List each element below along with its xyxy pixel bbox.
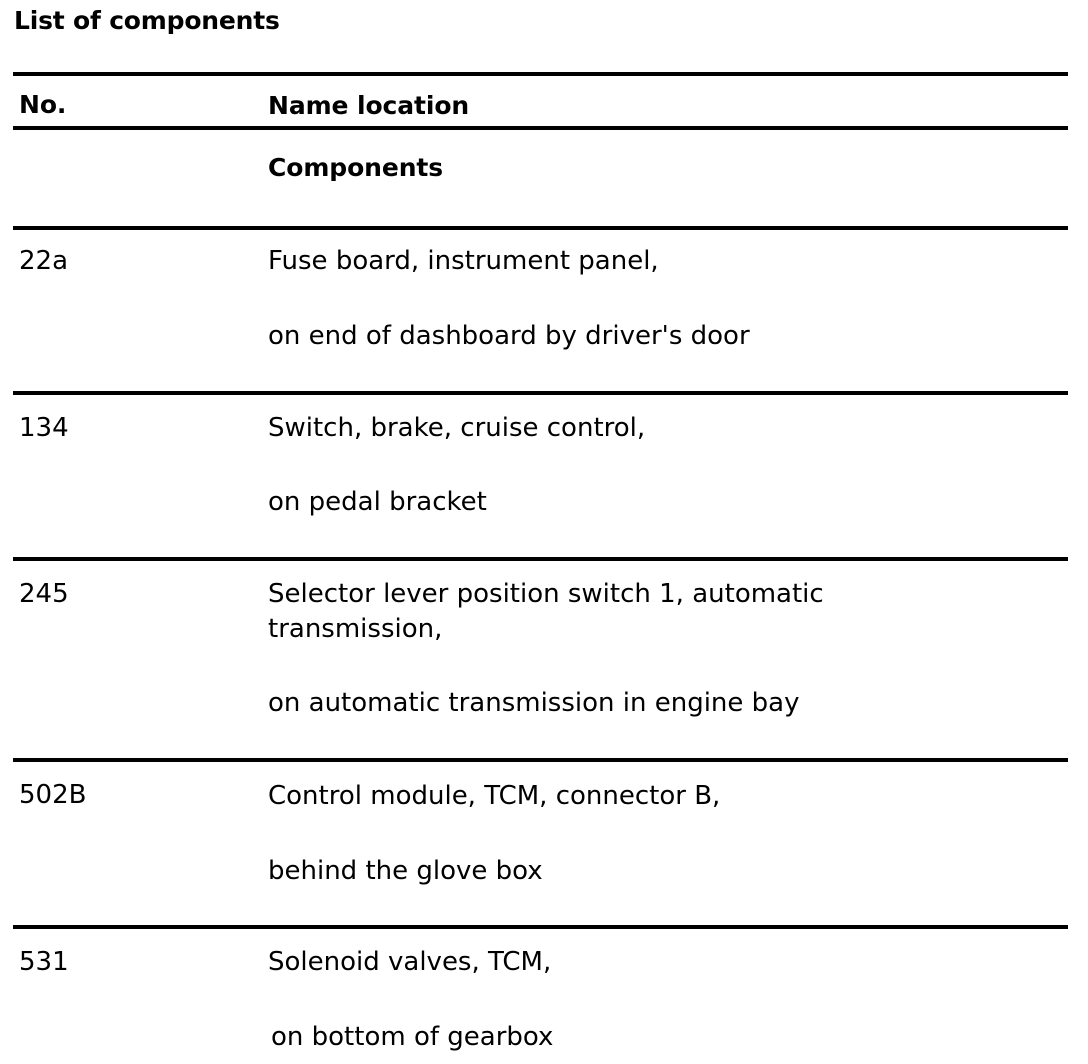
table-cell-name: Solenoid valves, TCM, (268, 947, 552, 977)
table-row-divider (13, 557, 1068, 561)
table-row-divider (13, 391, 1068, 395)
table-row: 502B (19, 780, 87, 810)
column-header-no: No. (19, 90, 67, 119)
page-title: List of components (14, 6, 280, 35)
column-header-name-location: Name location (268, 91, 470, 120)
table-row-divider (13, 925, 1068, 929)
table-cell-location: on end of dashboard by driver's door (268, 321, 750, 351)
column-subheader-components: Components (268, 153, 444, 182)
table-cell-name: Selector lever position switch 1, automa… (268, 579, 824, 644)
table-row-divider (13, 226, 1068, 230)
table-rule-top (13, 72, 1068, 76)
table-cell-name: Control module, TCM, connector B, (268, 781, 721, 811)
table-row: 134 (19, 413, 69, 443)
table-cell-location: on pedal bracket (268, 487, 487, 517)
table-rule-header-divider (13, 126, 1068, 130)
table-row: 245 (19, 579, 69, 609)
table-cell-location: behind the glove box (268, 856, 543, 886)
table-cell-location: on bottom of gearbox (271, 1022, 554, 1052)
table-row-divider (13, 758, 1068, 762)
table-cell-name: Switch, brake, cruise control, (268, 413, 646, 443)
table-row: 531 (19, 947, 69, 977)
table-cell-name: Fuse board, instrument panel, (268, 246, 659, 276)
table-row: 22a (19, 246, 69, 276)
table-cell-location: on automatic transmission in engine bay (268, 688, 800, 718)
